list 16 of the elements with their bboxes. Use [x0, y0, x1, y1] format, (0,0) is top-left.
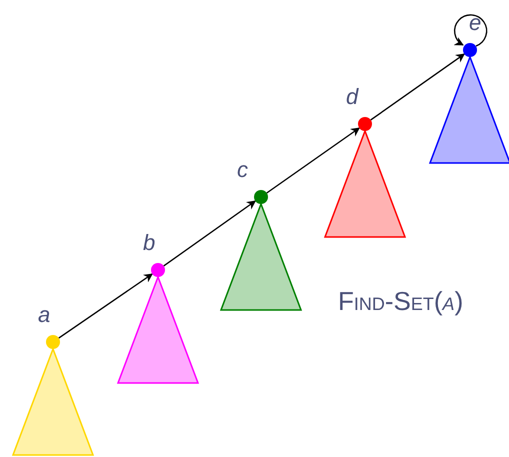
arrow: [163, 200, 256, 266]
subtree-triangle: [324, 128, 406, 238]
node-label: a: [38, 302, 50, 328]
arrow: [58, 273, 153, 339]
node-label: d: [346, 84, 358, 110]
self-loop-arrow: [454, 14, 488, 47]
subtree-triangle: [220, 202, 302, 311]
arrow: [370, 54, 466, 120]
subtree-triangle: [116, 274, 200, 384]
node-label: c: [237, 157, 248, 183]
node-label: b: [143, 230, 156, 256]
operation-label: Find-Set(a): [338, 285, 464, 317]
subtree-triangle: [12, 346, 94, 456]
arrow: [266, 127, 360, 194]
node-label: e: [469, 10, 482, 36]
subtree-triangle: [428, 54, 509, 164]
